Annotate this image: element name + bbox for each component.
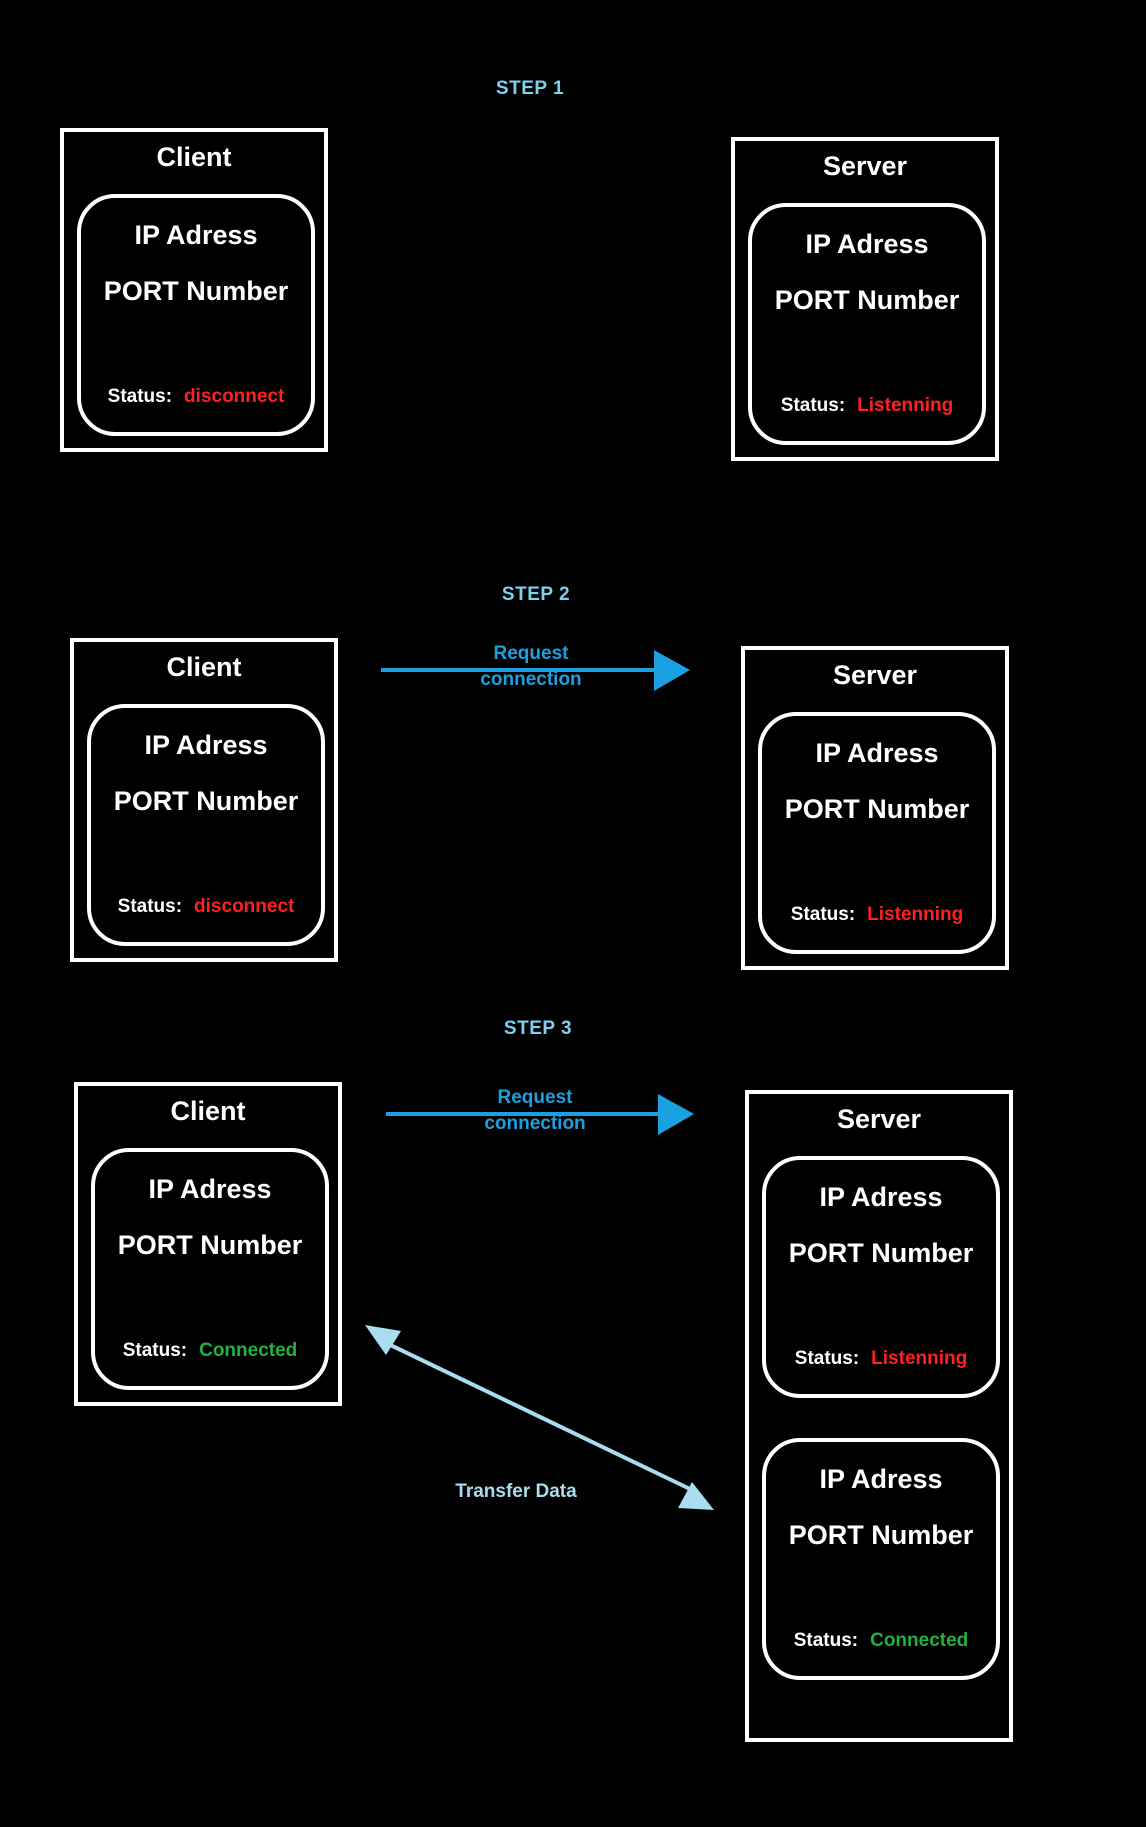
status-label: Status: <box>117 896 183 917</box>
server-node-step1: Server IP Adress PORT Number Status: List… <box>731 137 999 461</box>
server-node-step2: Server IP Adress PORT Number Status: List… <box>741 646 1009 970</box>
status-label: Status: <box>794 1348 860 1369</box>
status-value: Listenning <box>871 1348 968 1369</box>
server-socket: IP Adress PORT Number Status: Listenning <box>748 203 986 445</box>
client-socket: IP Adress PORT Number Status: disconnect <box>87 704 325 946</box>
status-value: Connected <box>870 1630 969 1651</box>
status-line: Status: Connected <box>95 1340 325 1362</box>
server-title: Server <box>836 1104 922 1134</box>
ip-address-label: IP Adress <box>819 1464 943 1494</box>
ip-address-label: IP Adress <box>805 229 929 259</box>
status-line: Status: Listenning <box>752 395 982 417</box>
status-line: Status: Listenning <box>762 904 992 926</box>
server-socket: IP Adress PORT Number Status: Listenning <box>758 712 996 954</box>
status-line: Status: disconnect <box>81 386 311 408</box>
step-1-label: STEP 1 <box>495 78 565 99</box>
server-title: Server <box>822 151 908 181</box>
connected-socket: IP Adress PORT Number Status: Connected <box>762 1438 1000 1680</box>
port-number-label: PORT Number <box>788 1238 974 1268</box>
port-number-label: PORT Number <box>774 285 960 315</box>
request-arrow-step2 <box>381 650 690 691</box>
client-socket: IP Adress PORT Number Status: Connected <box>91 1148 329 1390</box>
port-number-label: PORT Number <box>788 1520 974 1550</box>
status-value: Connected <box>199 1340 298 1361</box>
ip-address-label: IP Adress <box>148 1174 272 1204</box>
status-label: Status: <box>122 1340 188 1361</box>
client-node-step1: Client IP Adress PORT Number Status: disc… <box>60 128 328 452</box>
server-node-step3: Server IP Adress PORT Number Status: List… <box>745 1090 1013 1742</box>
status-line: Status: Connected <box>766 1630 996 1652</box>
step-3-label: STEP 3 <box>503 1018 573 1039</box>
status-line: Status: Listenning <box>766 1348 996 1370</box>
step-2-label: STEP 2 <box>501 584 571 605</box>
client-title: Client <box>156 142 232 172</box>
ip-address-label: IP Adress <box>819 1182 943 1212</box>
status-value: Listenning <box>857 395 954 416</box>
port-number-label: PORT Number <box>784 794 970 824</box>
port-number-label: PORT Number <box>103 276 289 306</box>
status-value: disconnect <box>194 896 295 917</box>
listening-socket: IP Adress PORT Number Status: Listenning <box>762 1156 1000 1398</box>
status-label: Status: <box>793 1630 859 1651</box>
ip-address-label: IP Adress <box>815 738 939 768</box>
status-label: Status: <box>107 386 173 407</box>
client-socket: IP Adress PORT Number Status: disconnect <box>77 194 315 436</box>
transfer-data-label: Transfer Data <box>455 1481 577 1502</box>
ip-address-label: IP Adress <box>134 220 258 250</box>
status-value: disconnect <box>184 386 285 407</box>
transfer-data-arrow <box>365 1325 714 1510</box>
client-node-step2: Client IP Adress PORT Number Status: disc… <box>70 638 338 962</box>
request-connection-label-step3: Request connection <box>484 1087 586 1134</box>
ip-address-label: IP Adress <box>144 730 268 760</box>
request-connection-label-step2: Request connection <box>480 643 582 690</box>
port-number-label: PORT Number <box>117 1230 303 1260</box>
client-node-step3: Client IP Adress PORT Number Status: Conn… <box>74 1082 342 1406</box>
server-title: Server <box>832 660 918 690</box>
request-arrow-step3 <box>386 1094 694 1135</box>
client-title: Client <box>166 652 242 682</box>
port-number-label: PORT Number <box>113 786 299 816</box>
status-label: Status: <box>780 395 846 416</box>
client-title: Client <box>170 1096 246 1126</box>
status-line: Status: disconnect <box>91 896 321 918</box>
status-value: Listenning <box>867 904 964 925</box>
status-label: Status: <box>790 904 856 925</box>
